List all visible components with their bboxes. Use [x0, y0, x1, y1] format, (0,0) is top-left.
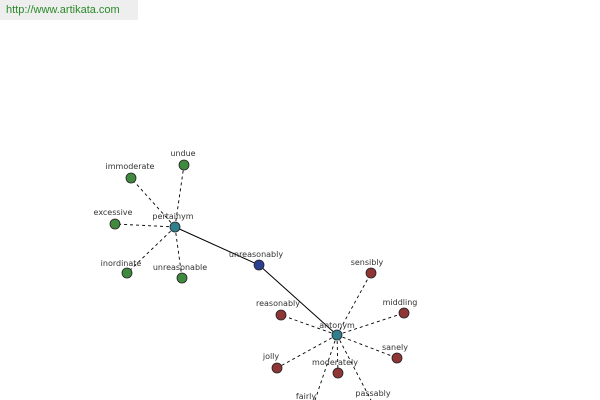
edge-pertainym-unreasonable	[174, 226, 183, 279]
label-inordinate: inordinate	[101, 259, 142, 268]
label-immoderate: immoderate	[106, 162, 155, 171]
edge-pertainym-immoderate	[130, 177, 176, 228]
node-reasonably[interactable]	[275, 309, 287, 321]
label-pertainym: pertainym	[152, 212, 193, 221]
label-sanely: sanely	[382, 343, 408, 352]
label-unreasonably: unreasonably	[229, 250, 283, 259]
edges-layer	[114, 164, 405, 400]
edge-antonym-passably	[336, 334, 372, 400]
label-moderately: moderately	[312, 358, 358, 367]
node-undue[interactable]	[178, 159, 190, 171]
node-middling[interactable]	[398, 307, 410, 319]
label-jolly: jolly	[262, 352, 280, 361]
label-unreasonable: unreasonable	[153, 263, 207, 272]
node-sanely[interactable]	[391, 352, 403, 364]
node-excessive[interactable]	[109, 218, 121, 230]
edge-unreasonably-antonym	[258, 264, 338, 336]
node-unreasonably[interactable]	[253, 259, 265, 271]
edge-antonym-reasonably	[280, 314, 338, 336]
site-url-watermark: http://www.artikata.com	[0, 0, 138, 20]
edge-antonym-sanely	[336, 334, 398, 359]
label-excessive: excessive	[94, 208, 133, 217]
label-passably: passably	[355, 389, 391, 398]
label-antonym: antonym	[319, 321, 355, 330]
node-immoderate[interactable]	[125, 172, 137, 184]
label-undue: undue	[170, 149, 195, 158]
node-pertainym[interactable]	[169, 221, 181, 233]
node-antonym[interactable]	[331, 329, 343, 341]
node-sensibly[interactable]	[365, 267, 377, 279]
nodes-layer	[109, 159, 410, 379]
edge-pertainym-excessive	[114, 223, 176, 228]
label-fairly: fairly	[296, 392, 316, 400]
label-reasonably: reasonably	[256, 299, 300, 308]
label-middling: middling	[383, 298, 418, 307]
node-moderately[interactable]	[332, 367, 344, 379]
edge-pertainym-undue	[174, 164, 185, 228]
edge-pertainym-unreasonably	[174, 226, 260, 266]
node-inordinate[interactable]	[121, 267, 133, 279]
edge-pertainym-inordinate	[126, 226, 176, 274]
node-jolly[interactable]	[271, 362, 283, 374]
node-unreasonable[interactable]	[176, 272, 188, 284]
label-sensibly: sensibly	[351, 258, 384, 267]
labels-layer: unreasonably pertainym antonym immoderate un…	[94, 149, 418, 400]
edge-antonym-fairly	[314, 334, 338, 400]
edge-antonym-moderately	[336, 334, 339, 374]
